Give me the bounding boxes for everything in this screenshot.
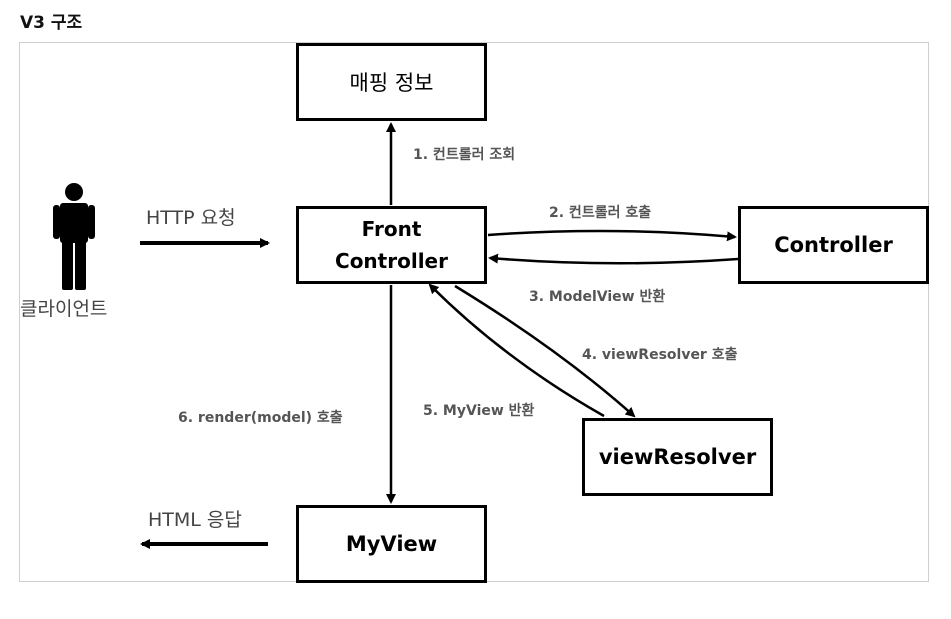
node-front-label-line2: Controller <box>335 249 448 273</box>
edge-label-step6: 6. render(model) 호출 <box>178 410 343 426</box>
node-my-view: MyView <box>296 505 487 583</box>
node-my-view-label: MyView <box>345 532 438 556</box>
node-front-label-line1: Front <box>361 217 422 241</box>
node-mapping: 매핑 정보 <box>296 43 487 121</box>
node-controller-label: Controller <box>774 233 893 257</box>
node-view-resolver: viewResolver <box>582 418 773 496</box>
arrow-step3 <box>488 253 739 265</box>
arrow-step2 <box>487 229 737 242</box>
arrow-step4 <box>454 284 636 418</box>
edge-label-step5: 5. MyView 반환 <box>423 403 535 419</box>
edge-label-http-request: HTTP 요청 <box>146 207 236 229</box>
edge-label-html-response: HTML 응답 <box>148 509 242 531</box>
person-icon <box>53 183 95 290</box>
node-mapping-label: 매핑 정보 <box>349 71 434 95</box>
node-front-controller: Front Controller <box>296 206 487 284</box>
edge-label-step4: 4. viewResolver 호출 <box>582 347 738 363</box>
actor-label: 클라이언트 <box>20 298 108 320</box>
node-controller: Controller <box>738 206 929 284</box>
edge-label-step3: 3. ModelView 반환 <box>529 289 666 305</box>
edge-label-step1: 1. 컨트롤러 조회 <box>413 147 516 163</box>
node-view-resolver-label: viewResolver <box>598 445 757 469</box>
edge-label-step2: 2. 컨트롤러 호출 <box>549 205 652 221</box>
arrow-step5 <box>428 283 605 418</box>
page-title: V3 구조 <box>20 13 83 33</box>
